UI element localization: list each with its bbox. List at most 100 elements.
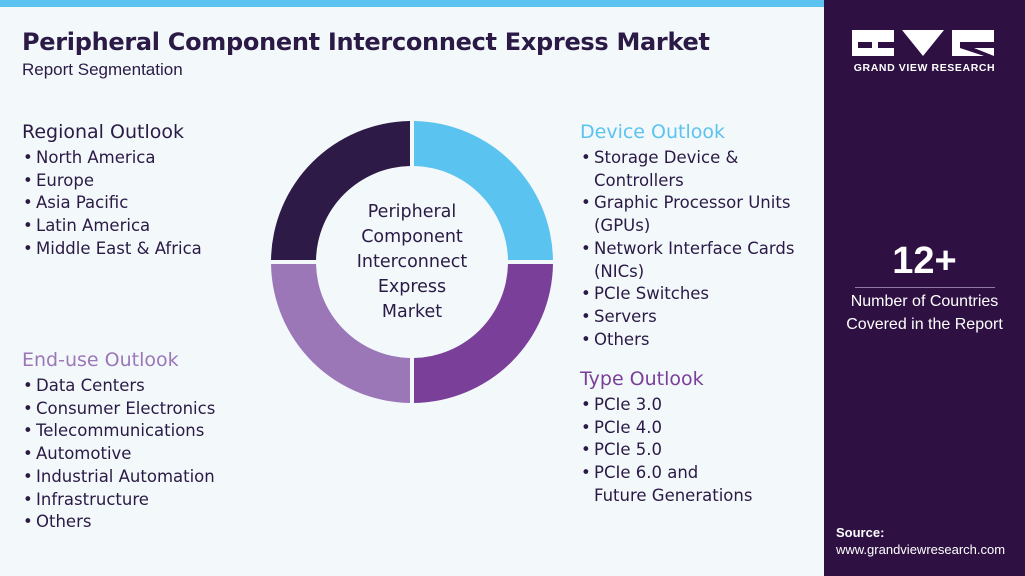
type-outlook-heading: Type Outlook: [580, 368, 704, 390]
regional-outlook-list: •North America•Europe•Asia Pacific•Latin…: [22, 147, 202, 261]
list-item-text: Infrastructure: [36, 489, 149, 509]
center-label-line: Component: [361, 227, 463, 247]
bullet-icon: •: [581, 306, 591, 326]
list-item: •Network Interface Cards: [580, 238, 794, 261]
bullet-icon: •: [23, 170, 33, 190]
regional-outlook-heading: Regional Outlook: [22, 121, 184, 143]
list-item: •Europe: [22, 170, 202, 193]
page-subtitle: Report Segmentation: [22, 60, 183, 79]
list-item-text: Others: [594, 329, 650, 349]
stat-divider: [855, 287, 995, 288]
bullet-icon: •: [581, 463, 591, 483]
bullet-icon: •: [23, 148, 33, 167]
list-item-text: PCIe Switches: [594, 284, 710, 304]
list-item-text: Network Interface Cards: [594, 238, 795, 258]
center-label-line: Express: [377, 277, 447, 297]
bullet-icon: •: [581, 440, 591, 460]
list-item: •Others: [580, 329, 794, 352]
main-panel: [0, 7, 824, 576]
list-item-text: Consumer Electronics: [36, 398, 216, 418]
bullet-icon: •: [581, 148, 591, 167]
list-item: •PCIe 3.0: [580, 394, 752, 417]
country-count-label: Number of Countries Covered in the Repor…: [824, 291, 1025, 336]
bullet-icon: •: [23, 238, 33, 258]
list-item: •PCIe 4.0: [580, 417, 752, 440]
bullet-icon: •: [581, 284, 591, 304]
donut-segment-regional: [271, 121, 411, 261]
list-item-text: (NICs): [594, 261, 645, 281]
list-item: •Others: [22, 511, 215, 534]
stat-label-line: Covered in the Report: [846, 315, 1003, 333]
list-item: •North America: [22, 147, 202, 170]
list-item-text: Others: [36, 512, 92, 532]
bullet-icon: •: [23, 216, 33, 236]
list-item: •PCIe 6.0 and: [580, 462, 752, 485]
list-item-text: Industrial Automation: [36, 466, 215, 486]
list-item: •Asia Pacific: [22, 192, 202, 215]
donut-segment-type: [413, 263, 553, 403]
list-item-text: Europe: [36, 170, 95, 190]
list-item-text: Graphic Processor Units: [594, 193, 791, 213]
bullet-icon: •: [23, 376, 33, 395]
list-item-text: Latin America: [36, 216, 151, 236]
grand-view-research-logo: [852, 30, 994, 56]
list-item-text: Controllers: [594, 170, 684, 190]
list-item-text: PCIe 3.0: [594, 395, 662, 414]
list-item: •Infrastructure: [22, 489, 215, 512]
source-label: Source:: [836, 525, 885, 540]
list-item: •PCIe Switches: [580, 283, 794, 306]
list-item: •Telecommunications: [22, 420, 215, 443]
stat-label-line: Number of Countries: [850, 293, 999, 310]
list-item: •PCIe 5.0: [580, 439, 752, 462]
enduse-outlook-list: •Data Centers•Consumer Electronics•Telec…: [22, 375, 215, 534]
bullet-icon: •: [23, 421, 33, 441]
enduse-outlook-heading: End-use Outlook: [22, 349, 179, 371]
list-item: Future Generations: [580, 485, 752, 508]
list-item-text: PCIe 6.0 and: [594, 463, 699, 483]
list-item-text: Automotive: [36, 444, 132, 464]
list-item: •Servers: [580, 306, 794, 329]
list-item-text: Storage Device &: [594, 148, 739, 167]
country-count-value: 12+: [892, 240, 957, 282]
list-item: •Storage Device &: [580, 147, 794, 170]
list-item-text: Servers: [594, 306, 657, 326]
type-outlook-section: Type Outlook •PCIe 3.0•PCIe 4.0•PCIe 5.0…: [580, 368, 752, 508]
center-label-line: Interconnect: [356, 252, 468, 272]
list-item: •Industrial Automation: [22, 466, 215, 489]
center-label-line: Peripheral: [367, 202, 457, 222]
top-accent-bar: [0, 0, 824, 7]
device-outlook-heading: Device Outlook: [580, 121, 725, 143]
donut-segment-enduse: [271, 263, 411, 403]
bullet-icon: •: [581, 417, 591, 437]
list-item-text: Data Centers: [36, 376, 145, 395]
list-item: •Middle East & Africa: [22, 238, 202, 261]
device-outlook-list: •Storage Device &Controllers•Graphic Pro…: [580, 147, 794, 351]
list-item: •Latin America: [22, 215, 202, 238]
list-item: (NICs): [580, 261, 794, 284]
bullet-icon: •: [23, 444, 33, 464]
list-item-text: PCIe 5.0: [594, 440, 662, 460]
list-item-text: Asia Pacific: [36, 193, 129, 213]
list-item: Controllers: [580, 170, 794, 193]
list-item-text: North America: [36, 148, 156, 167]
list-item-text: PCIe 4.0: [594, 417, 662, 437]
page-title: Peripheral Component Interconnect Expres…: [22, 28, 710, 56]
device-outlook-section: Device Outlook •Storage Device &Controll…: [580, 121, 794, 351]
bullet-icon: •: [581, 193, 591, 213]
list-item: •Automotive: [22, 443, 215, 466]
bullet-icon: •: [23, 489, 33, 509]
source-url[interactable]: www.grandviewresearch.com: [836, 542, 1006, 557]
bullet-icon: •: [581, 238, 591, 258]
bullet-icon: •: [23, 193, 33, 213]
bullet-icon: •: [581, 395, 591, 414]
bullet-icon: •: [23, 398, 33, 418]
type-outlook-list: •PCIe 3.0•PCIe 4.0•PCIe 5.0•PCIe 6.0 and…: [580, 394, 752, 508]
segmentation-donut: [271, 121, 553, 403]
donut-center-label: Peripheral Component Interconnect Expres…: [340, 200, 484, 325]
list-item: (GPUs): [580, 215, 794, 238]
donut-segment-device: [413, 121, 553, 261]
list-item-text: Middle East & Africa: [36, 238, 202, 258]
bullet-icon: •: [23, 466, 33, 486]
list-item: •Consumer Electronics: [22, 398, 215, 421]
list-item-text: Telecommunications: [36, 421, 205, 441]
